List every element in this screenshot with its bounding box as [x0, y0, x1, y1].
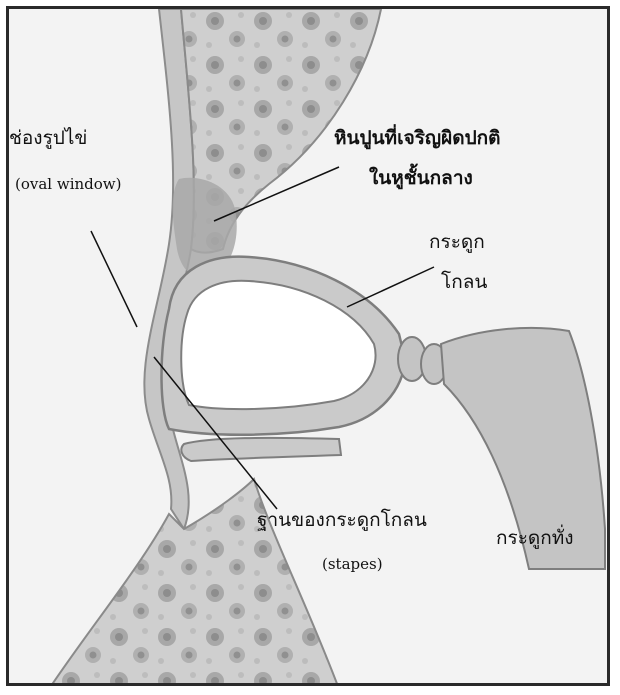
label-stapes-line2: โกลน — [441, 271, 487, 295]
label-stapes-base-english: (stapes) — [322, 555, 383, 574]
label-stapes-base-thai: ฐานของกระดูกโกลน — [257, 509, 427, 533]
label-oval-window-english: (oval window) — [15, 175, 122, 194]
label-otosclerosis-line2: ในหูชั้นกลาง — [369, 167, 473, 191]
diagram-frame: ช่องรูปไข่ (oval window) หินปูนที่เจริญผ… — [6, 6, 610, 686]
label-oval-window-thai: ช่องรูปไข่ — [9, 127, 87, 151]
ear-anatomy-illustration — [9, 9, 610, 686]
leader-stapes — [347, 267, 434, 307]
label-incus: กระดูกทั่ง — [496, 527, 574, 551]
label-stapes-line1: กระดูก — [429, 231, 485, 255]
label-otosclerosis-line1: หินปูนที่เจริญผิดปกติ — [334, 127, 500, 151]
stapes-footplate — [181, 438, 341, 461]
leader-oval-window — [91, 231, 137, 327]
